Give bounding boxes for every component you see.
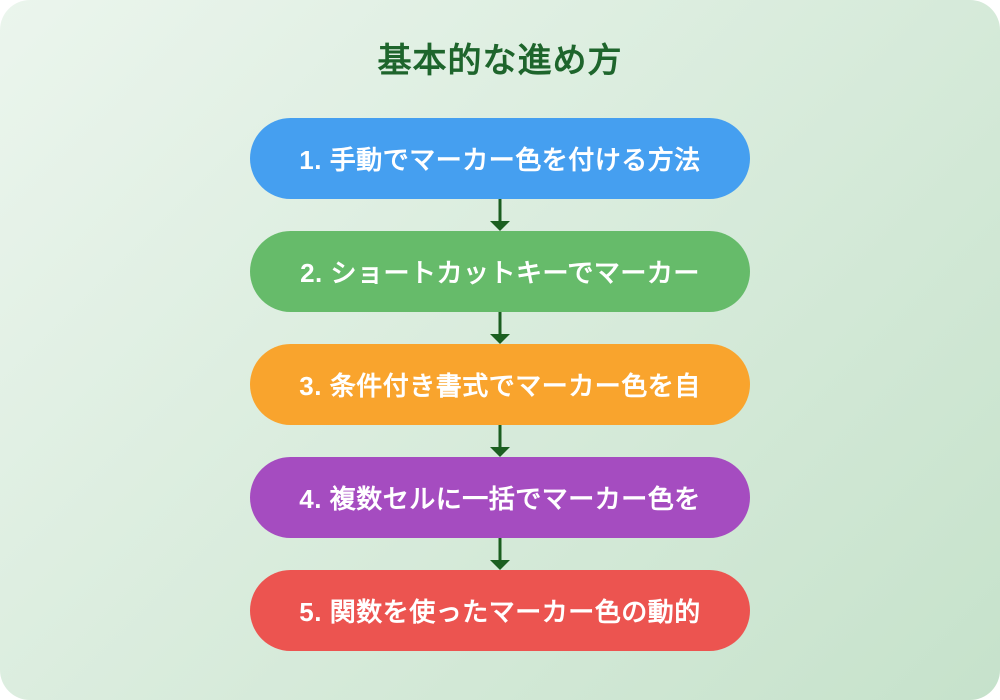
flow-step-label: 2. ショートカットキーでマーカー: [300, 258, 700, 288]
flow-connector: [488, 199, 512, 231]
flow-connector: [488, 312, 512, 344]
flow-step: 5. 関数を使ったマーカー色の動的: [250, 570, 750, 651]
flow-step-label: 1. 手動でマーカー色を付ける方法: [299, 145, 701, 175]
flow-diagram: 1. 手動でマーカー色を付ける方法 2. ショートカットキーでマーカー 3. 条…: [250, 118, 750, 651]
down-arrow-icon: [490, 312, 510, 344]
flow-step-label: 5. 関数を使ったマーカー色の動的: [299, 597, 701, 627]
flow-step: 4. 複数セルに一括でマーカー色を: [250, 457, 750, 538]
page-title: 基本的な進め方: [377, 42, 623, 80]
flow-connector: [488, 425, 512, 457]
flow-step-label: 4. 複数セルに一括でマーカー色を: [299, 484, 701, 514]
down-arrow-icon: [490, 199, 510, 231]
flow-step: 3. 条件付き書式でマーカー色を自: [250, 344, 750, 425]
down-arrow-icon: [490, 425, 510, 457]
flow-step: 2. ショートカットキーでマーカー: [250, 231, 750, 312]
flow-connector: [488, 538, 512, 570]
flow-step: 1. 手動でマーカー色を付ける方法: [250, 118, 750, 199]
down-arrow-icon: [490, 538, 510, 570]
flow-step-label: 3. 条件付き書式でマーカー色を自: [299, 371, 701, 401]
